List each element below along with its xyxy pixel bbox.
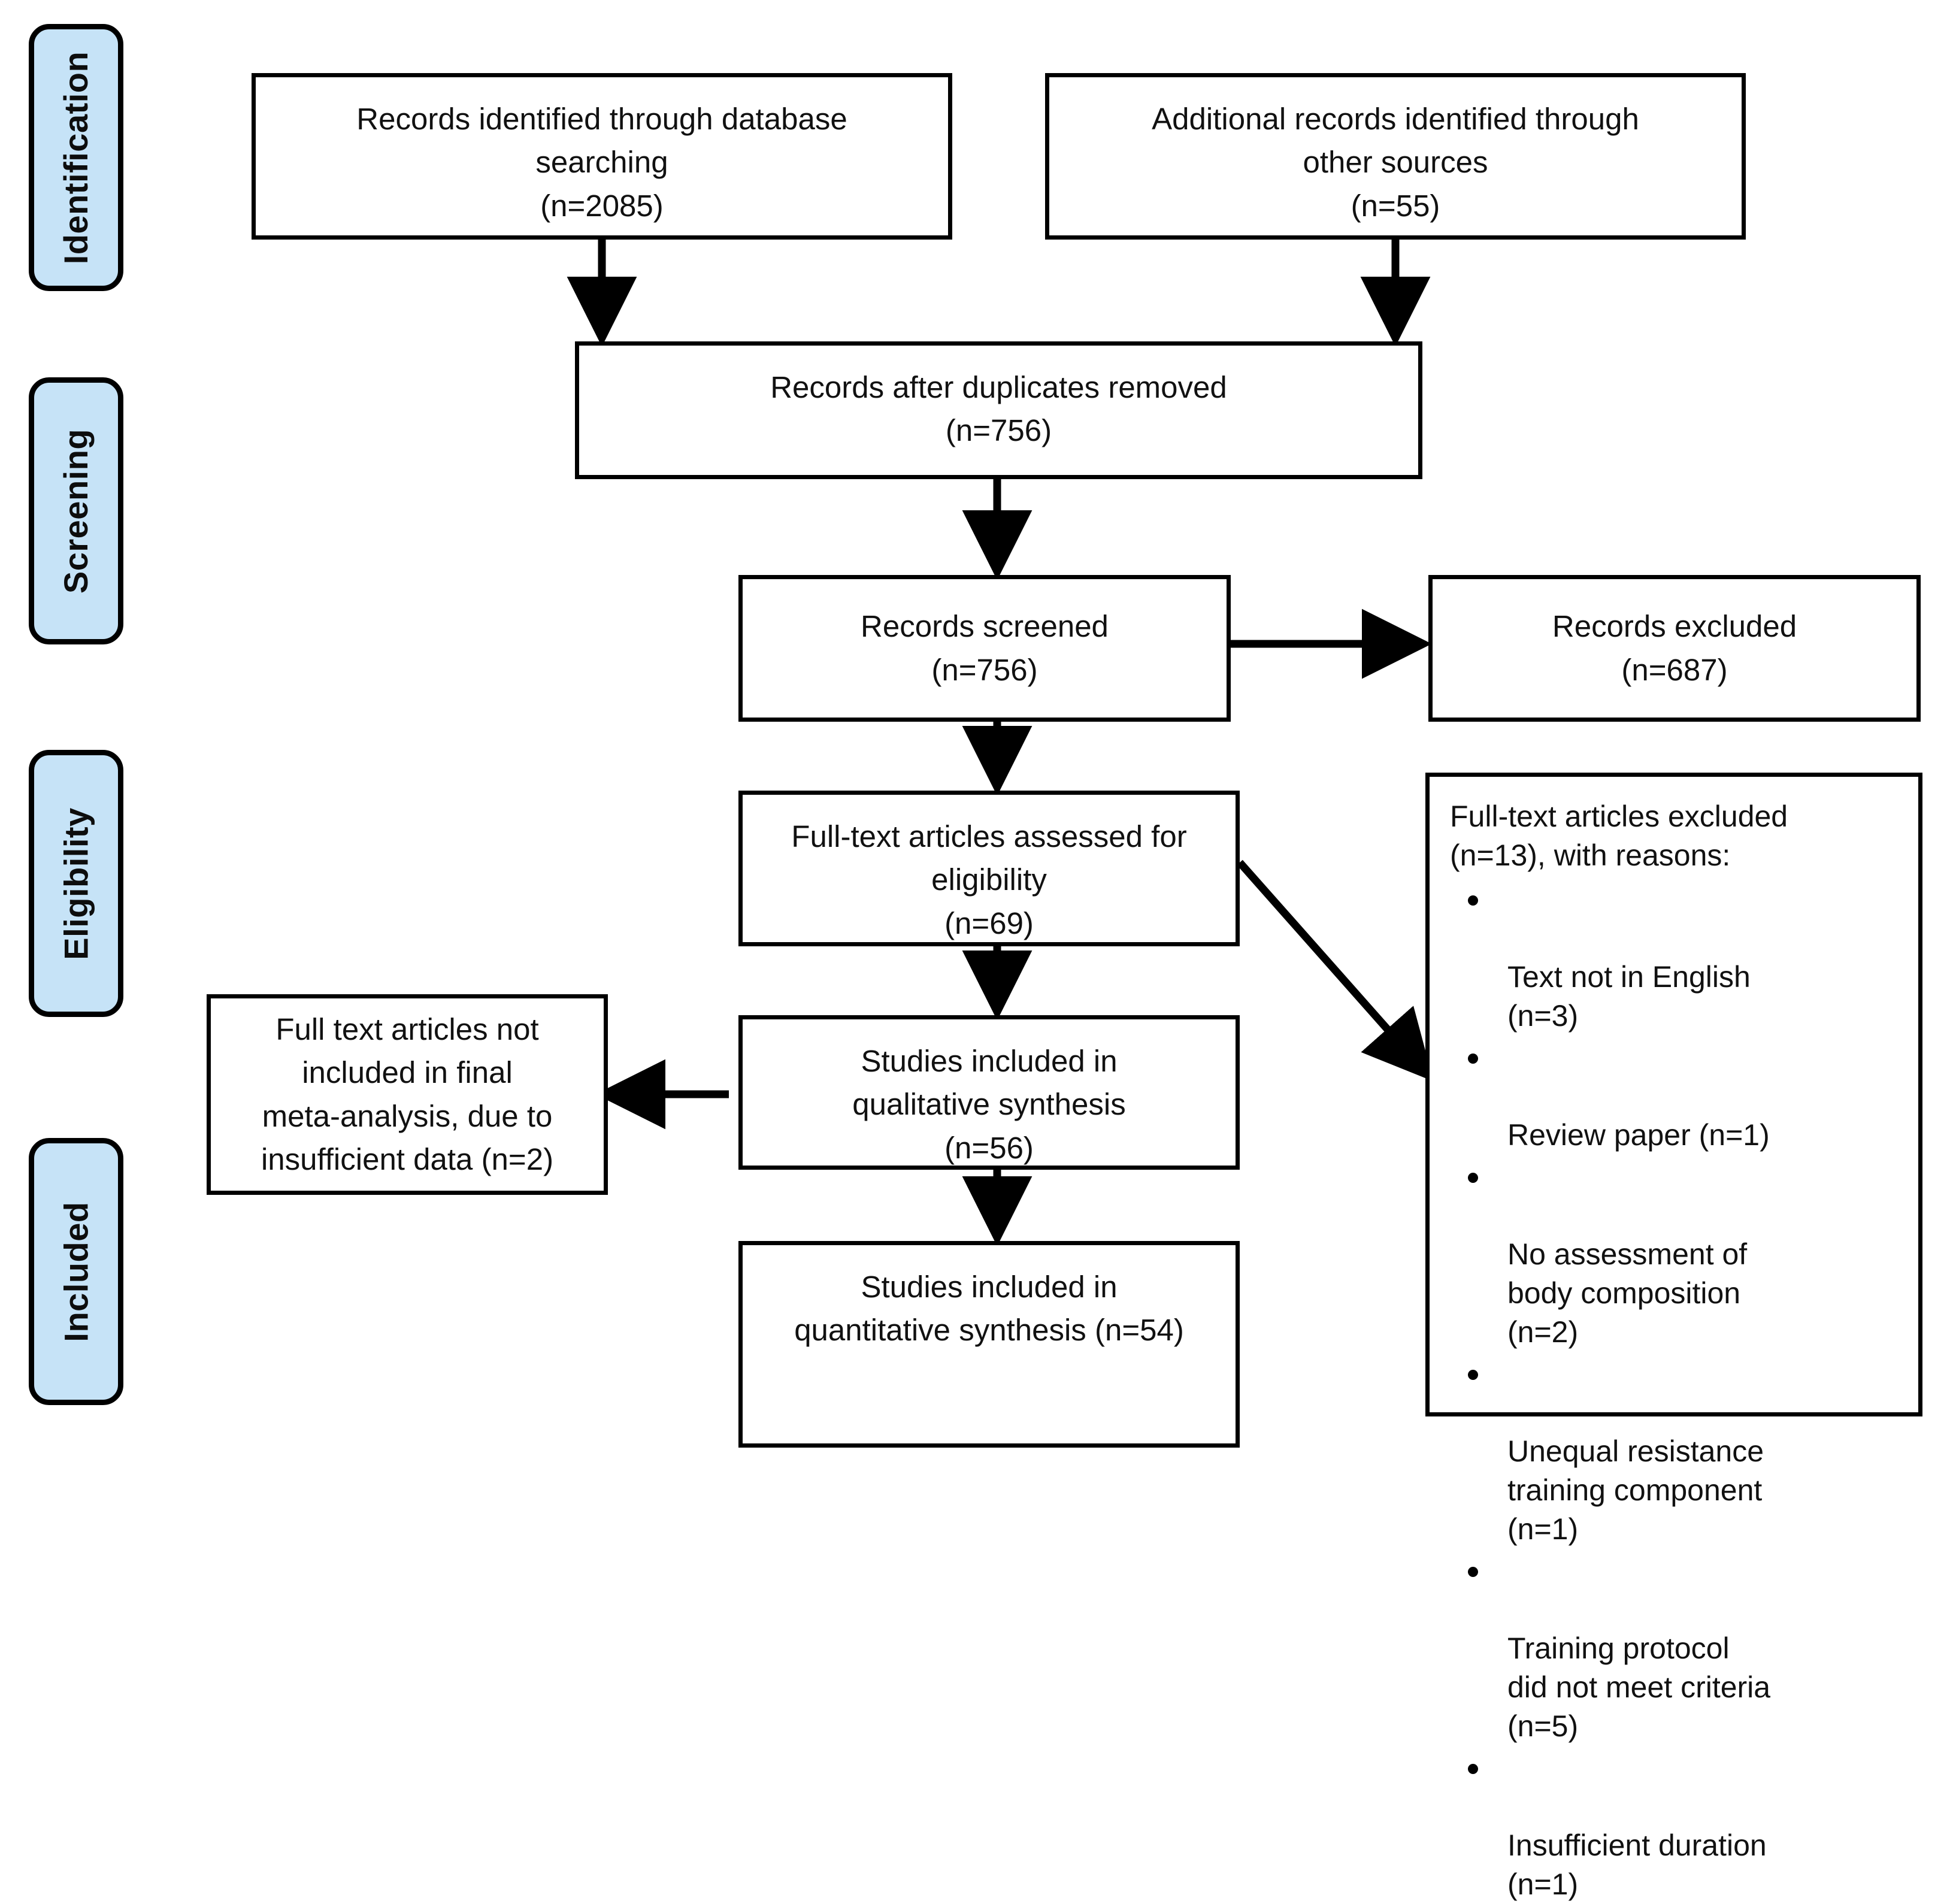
box-fulltext-assessed-eligibility-text: Full-text articles assessed for eligibil… [791,819,1187,940]
stage-pill-identification: Identification [29,24,123,291]
exclusion-panel-heading: Full-text articles excluded (n=13), with… [1450,800,1788,872]
bullet-icon [1468,1173,1478,1183]
stage-label-included: Included [57,1201,95,1342]
bullet-icon [1468,895,1478,906]
box-records-identified-database-text: Records identified through database sear… [356,102,847,223]
stage-label-screening: Screening [57,428,95,594]
prisma-flow-diagram: Identification Screening Eligibility Inc… [29,24,1922,1901]
box-records-excluded: Records excluded (n=687) [1428,575,1921,722]
box-records-screened-text: Records screened (n=756) [861,609,1109,687]
exclusion-reason-text: Insufficient duration (n=1) [1507,1829,1767,1901]
bullet-icon [1468,1764,1478,1774]
exclusion-reason-text: Training protocol did not meet criteria … [1507,1631,1771,1743]
exclusion-reason-text: Text not in English (n=3) [1507,960,1751,1033]
bullet-icon [1468,1567,1478,1577]
exclusion-reason-text: Review paper (n=1) [1507,1118,1770,1152]
stage-label-identification: Identification [57,51,95,264]
exclusion-reason-item: Review paper (n=1) [1468,1038,1907,1155]
box-fulltext-not-included-meta-analysis: Full text articles not included in final… [207,994,608,1195]
exclusion-reason-item: Unequal resistance training component (n… [1468,1354,1907,1549]
arrow-fulltext-to-exclusions [1237,859,1434,1082]
bullet-icon [1468,1370,1478,1380]
box-studies-qualitative-synthesis: Studies included in qualitative synthesi… [738,1015,1240,1170]
connector-layer [567,240,1434,1246]
exclusion-reason-text: No assessment of body composition (n=2) [1507,1237,1748,1349]
exclusion-reason-text: Unequal resistance training component (n… [1507,1434,1764,1546]
box-records-excluded-text: Records excluded (n=687) [1552,609,1797,687]
exclusion-reason-item: No assessment of body composition (n=2) [1468,1157,1907,1352]
stage-pill-eligibility: Eligibility [29,750,123,1017]
stage-pill-included: Included [29,1138,123,1405]
box-studies-quantitative-synthesis-text: Studies included in quantitative synthes… [794,1270,1184,1348]
stage-label-eligibility: Eligibility [57,807,95,960]
exclusion-reason-item: Training protocol did not meet criteria … [1468,1551,1907,1746]
box-studies-qualitative-synthesis-text: Studies included in qualitative synthesi… [852,1044,1126,1165]
box-fulltext-articles-excluded-reasons: Full-text articles excluded (n=13), with… [1425,773,1922,1901]
box-records-after-duplicates-removed-text: Records after duplicates removed (n=756) [770,370,1227,448]
exclusion-reasons-list: Text not in English (n=3) Review paper (… [1450,880,1907,1904]
stage-pill-screening: Screening [29,377,123,644]
exclusion-reason-item: Text not in English (n=3) [1468,880,1907,1036]
bullet-icon [1468,1054,1478,1064]
box-additional-records-other-sources: Additional records identified through ot… [1045,73,1746,240]
box-fulltext-not-included-meta-analysis-text: Full text articles not included in final… [261,1012,554,1176]
box-records-screened: Records screened (n=756) [738,575,1231,722]
box-records-identified-database: Records identified through database sear… [252,73,952,240]
box-fulltext-assessed-eligibility: Full-text articles assessed for eligibil… [738,791,1240,946]
box-additional-records-other-sources-text: Additional records identified through ot… [1152,102,1639,223]
exclusion-reason-item: Insufficient duration (n=1) [1468,1748,1907,1904]
box-studies-quantitative-synthesis: Studies included in quantitative synthes… [738,1241,1240,1448]
box-records-after-duplicates-removed: Records after duplicates removed (n=756) [575,341,1422,479]
